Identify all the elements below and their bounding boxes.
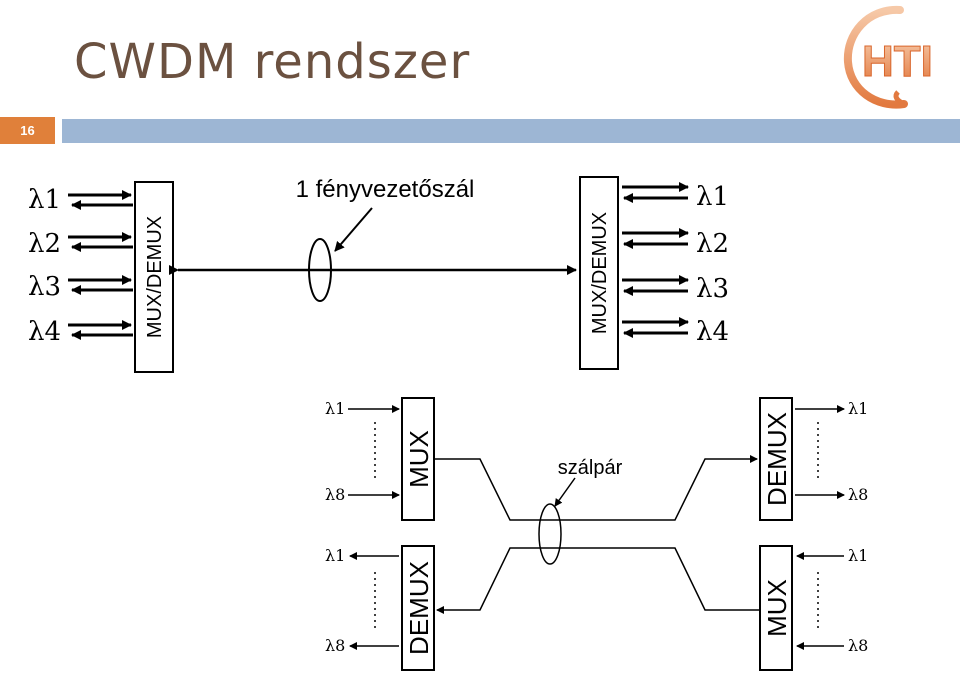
top-right-lambda-2: λ2 bbox=[696, 229, 729, 259]
bottom-br-lambda-last: λ8 bbox=[848, 636, 868, 655]
bottom-br-lambda-first: λ1 bbox=[848, 546, 868, 565]
bottom-bl-lambda-first: λ1 bbox=[325, 546, 345, 565]
top-right-channel-arrows bbox=[622, 182, 689, 338]
top-right-mux-demux-box bbox=[579, 176, 619, 370]
top-left-lambda-2: λ2 bbox=[28, 229, 61, 259]
top-right-lambda-4: λ4 bbox=[696, 317, 729, 347]
bottom-tx-mux-box-right bbox=[759, 545, 793, 671]
fiber-ellipse bbox=[308, 238, 332, 302]
bottom-tl-lambda-last: λ8 bbox=[325, 485, 345, 504]
fiber-pair-ellipse bbox=[538, 503, 562, 565]
bottom-right-demux-label: DEMUX bbox=[762, 412, 792, 506]
hti-logo: HTI bbox=[843, 5, 933, 109]
top-right-lambda-1: λ1 bbox=[696, 182, 729, 212]
top-right-box-label: MUX/DEMUX bbox=[589, 212, 611, 334]
bottom-tl-lambda-first: λ1 bbox=[325, 399, 345, 418]
top-left-channel-arrows bbox=[68, 190, 133, 340]
top-left-lambda-1: λ1 bbox=[28, 185, 61, 215]
slide-number: 16 bbox=[0, 117, 55, 144]
bottom-right-mux-label: MUX bbox=[762, 579, 792, 637]
fiber-pair-pointer bbox=[554, 477, 576, 507]
top-left-lambda-3: λ3 bbox=[28, 272, 61, 302]
fiber-path-forward bbox=[434, 455, 758, 521]
top-left-lambda-4: λ4 bbox=[28, 317, 61, 347]
fiber-pair-label: szálpár bbox=[558, 457, 623, 479]
bottom-tr-lambda-last: λ8 bbox=[848, 485, 868, 504]
bottom-rx-demux-box bbox=[401, 545, 435, 671]
bottom-bl-lambda-last: λ8 bbox=[325, 636, 345, 655]
top-left-mux-demux-box bbox=[134, 181, 174, 373]
top-left-box-label: MUX/DEMUX bbox=[144, 216, 166, 338]
fiber-label: 1 fényvezetőszál bbox=[296, 176, 475, 203]
bottom-tr-lambda-first: λ1 bbox=[848, 399, 868, 418]
slide-title: CWDM rendszer bbox=[74, 34, 471, 90]
header-bar bbox=[62, 119, 960, 143]
top-right-lambda-3: λ3 bbox=[696, 274, 729, 304]
bottom-tx-mux-box bbox=[401, 397, 435, 521]
logo-text: HTI bbox=[862, 37, 933, 86]
bottom-rx-demux-label: DEMUX bbox=[404, 561, 434, 655]
bottom-tx-mux-label: MUX bbox=[404, 430, 434, 488]
fiber-path-backward bbox=[436, 547, 760, 614]
fiber-pointer bbox=[334, 207, 373, 252]
bottom-rx-demux-box-right bbox=[759, 397, 793, 521]
